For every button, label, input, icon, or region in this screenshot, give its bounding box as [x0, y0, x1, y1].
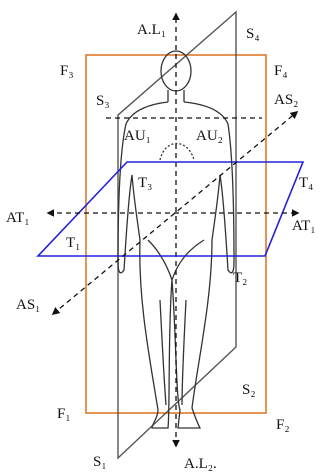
label-S4: S₄: [246, 26, 260, 42]
label-AU2: AU₂: [196, 128, 223, 144]
sagittal-plane: [117, 10, 237, 460]
label-T4: T₄: [299, 175, 313, 191]
label-T3: T₃: [138, 175, 152, 191]
label-AU1: AU₁: [124, 128, 151, 144]
label-S1: S₁: [93, 454, 107, 470]
inner-leg-left: [159, 299, 167, 406]
label-S3: S₃: [96, 93, 110, 109]
sagittal-axis: [51, 111, 299, 315]
label-F3: F₃: [60, 63, 74, 79]
label-T2: T₂: [233, 270, 247, 286]
label-AL2: A.L₂.: [184, 456, 217, 472]
label-F4: F₄: [274, 63, 288, 79]
label-AT1-right: AT₁: [292, 218, 316, 234]
inner-leg-right: [181, 299, 187, 406]
label-AT1-left: AT₁: [6, 210, 30, 226]
label-AS1: AS₁: [16, 297, 40, 313]
label-F1: F₁: [57, 406, 71, 422]
label-S2: S₂: [242, 382, 256, 398]
label-F2: F₂: [276, 417, 290, 433]
label-T1: T₁: [66, 235, 80, 251]
label-AS2: AS₂: [274, 92, 298, 108]
label-AL1: A.L₁: [137, 22, 166, 38]
shoulder-arc: [159, 143, 195, 161]
neck: [167, 90, 185, 102]
